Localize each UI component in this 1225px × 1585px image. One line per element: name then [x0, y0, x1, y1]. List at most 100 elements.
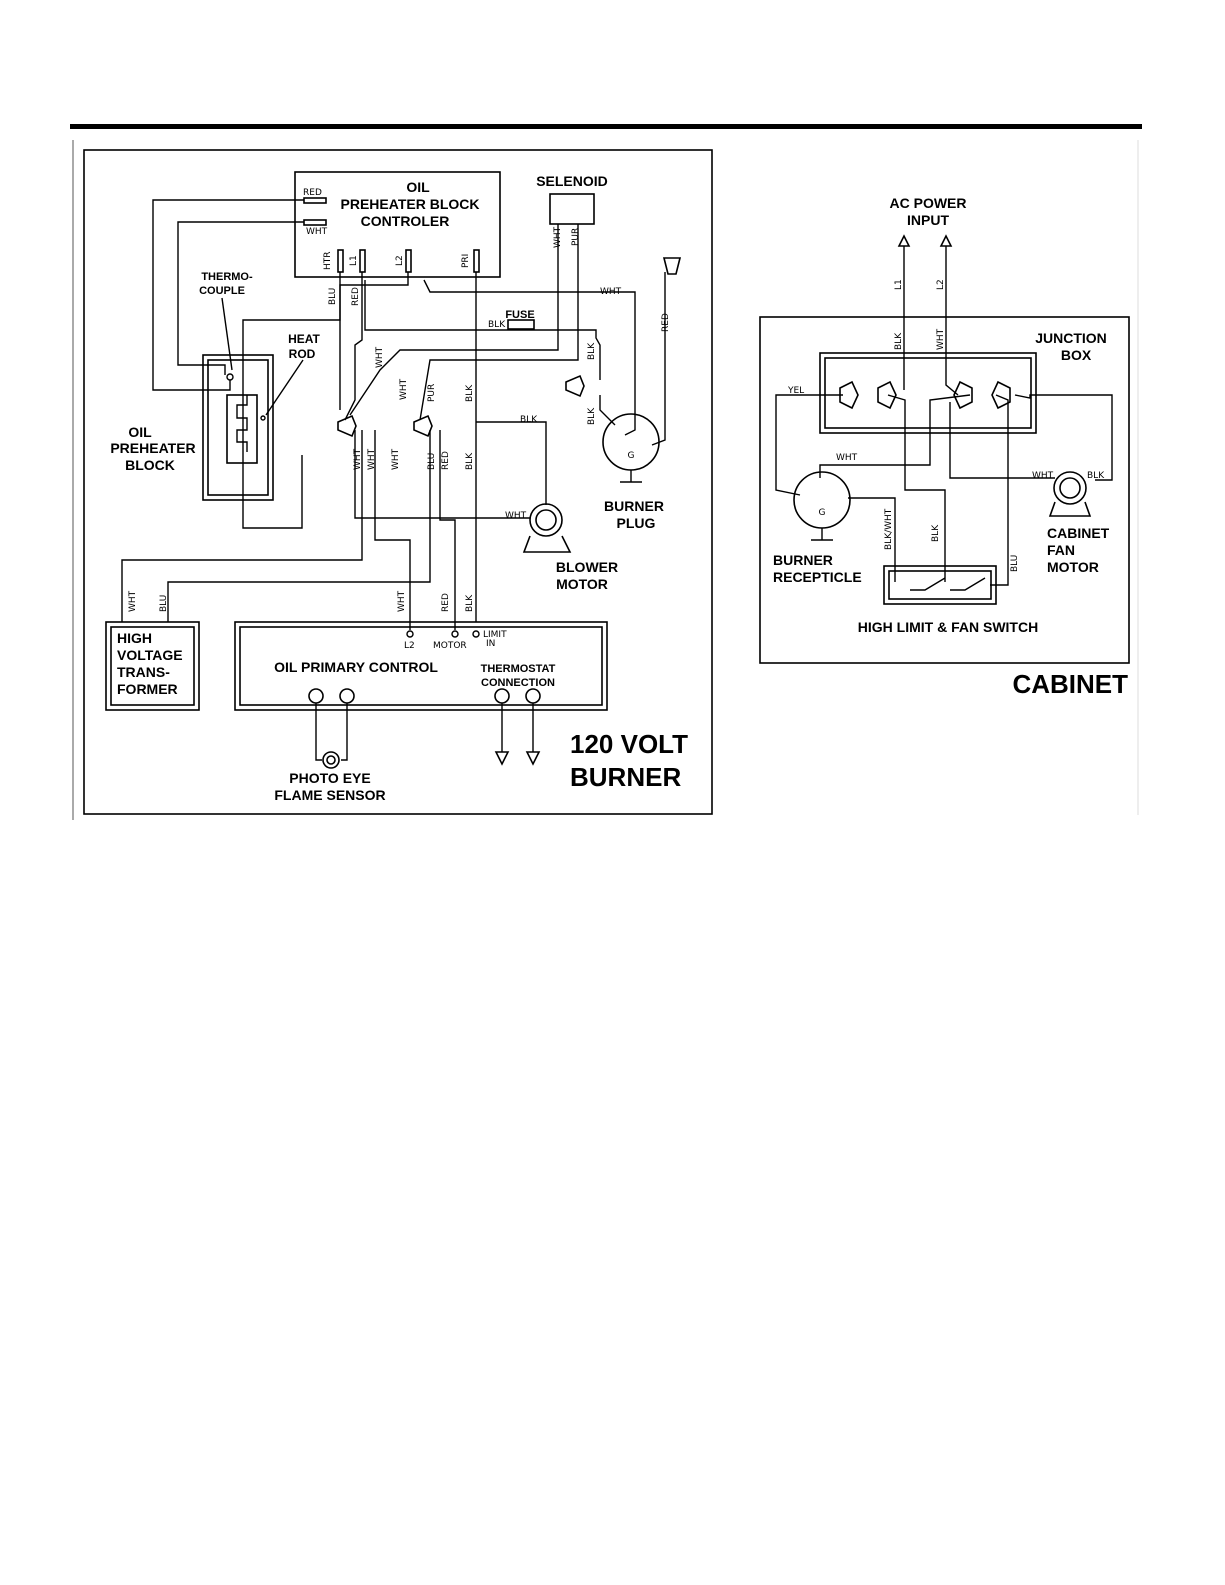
wht-label-blower: WHT — [505, 511, 527, 521]
blk-label-plug2: BLK — [587, 407, 597, 425]
fan-motor-line1: CABINET — [1047, 525, 1110, 541]
primary-terminal-in: IN — [486, 639, 495, 649]
oil-primary-control: OIL PRIMARY CONTROL L2 MOTOR LIMIT IN TH… — [234, 621, 608, 803]
cabinet-blk-label-top: BLK — [894, 332, 904, 350]
primary-terminal-limit: LIMIT — [483, 630, 507, 640]
ac-power-line2: INPUT — [907, 212, 949, 228]
high-limit-switch: HIGH LIMIT & FAN SWITCH — [858, 565, 1038, 635]
cabinet-l2-label: L2 — [936, 279, 946, 290]
cabinet-yel-label: YEL — [787, 386, 804, 396]
cabinet-fan-motor: CABINET FAN MOTOR — [1047, 471, 1110, 575]
ac-power-line1: AC POWER — [890, 195, 967, 211]
wht-label-mid1: WHT — [375, 346, 385, 368]
burner-recep-line1: BURNER — [773, 552, 833, 568]
blower-motor: BLOWER MOTOR — [522, 503, 618, 592]
terminal-htr: HTR — [323, 251, 333, 270]
blk-label-mid: BLK — [465, 384, 475, 402]
preheater-controller: OIL PREHEATER BLOCK CONTROLER RED WHT HT… — [294, 171, 501, 278]
blower-motor-line1: BLOWER — [556, 559, 618, 575]
thermostat-line1: THERMOSTAT — [481, 663, 556, 675]
blk-label-plug1: BLK — [587, 342, 597, 360]
burner-plug-line1: BURNER — [604, 498, 664, 514]
red-label-right: RED — [661, 313, 671, 332]
wht-label-low1: WHT — [353, 448, 363, 470]
fuse-body — [507, 319, 535, 330]
blk-label-blower: BLK — [520, 415, 538, 425]
cabinet-panel: AC POWER INPUT L1 L2 JUNCTION BOX YEL BL… — [759, 140, 1139, 815]
photo-eye-line1: PHOTO EYE — [289, 770, 370, 786]
cabinet-title: CABINET — [1012, 669, 1128, 699]
burner-plug-line2: PLUG — [617, 515, 656, 531]
burner-receptacle: G BURNER RECEPTICLE — [773, 471, 862, 585]
transformer-line1: HIGH — [117, 630, 152, 646]
red-label-l1: RED — [351, 287, 361, 306]
wht-label-low3: WHT — [391, 448, 401, 470]
cabinet-wht-label-top: WHT — [936, 328, 946, 350]
fan-motor-line3: MOTOR — [1047, 559, 1099, 575]
pur-label-mid: PUR — [427, 384, 437, 402]
transformer-line4: FORMER — [117, 681, 178, 697]
controller-line3: CONTROLER — [361, 213, 450, 229]
cabinet-wht-label-fan: WHT — [1032, 471, 1054, 481]
junction-box-line2: BOX — [1061, 347, 1092, 363]
fuse-blk-label: BLK — [488, 320, 506, 330]
fan-motor-line2: FAN — [1047, 542, 1075, 558]
selenoid-label: SELENOID — [536, 173, 608, 189]
oil-primary-label: OIL PRIMARY CONTROL — [274, 659, 438, 675]
preheater-line3: BLOCK — [125, 457, 175, 473]
thermostat-line2: CONNECTION — [481, 677, 555, 689]
preheater-block: OIL PREHEATER BLOCK — [110, 354, 274, 501]
heat-rod-line2: ROD — [289, 347, 316, 361]
controller-wht-label: WHT — [306, 227, 328, 237]
thermocouple-line2: COUPLE — [199, 285, 245, 297]
selenoid: SELENOID WHT PUR — [536, 173, 608, 248]
blk-label-low: BLK — [465, 452, 475, 470]
controller-red-label: RED — [303, 188, 322, 198]
cabinet-wht-label-recep: WHT — [836, 453, 858, 463]
burner-recep-line2: RECEPTICLE — [773, 569, 862, 585]
blu-label-xfmr: BLU — [159, 595, 169, 612]
blu-label-htr: BLU — [328, 288, 338, 305]
svg-text:G: G — [819, 508, 826, 518]
terminal-pri: PRI — [461, 254, 471, 268]
primary-terminal-motor: MOTOR — [433, 641, 467, 651]
hv-transformer: HIGH VOLTAGE TRANS- FORMER — [105, 621, 200, 711]
controller-line1: OIL — [406, 179, 430, 195]
cabinet-blk-label-switch: BLK — [931, 524, 941, 542]
selenoid-pur-label: PUR — [571, 228, 581, 246]
cabinet-blu-label: BLU — [1010, 555, 1020, 572]
burner-frame — [83, 149, 713, 815]
heat-rod-line1: HEAT — [288, 332, 320, 346]
terminal-l2: L2 — [395, 255, 405, 266]
wht-label-xfmr: WHT — [128, 590, 138, 612]
wht-label-mid2: WHT — [399, 378, 409, 400]
wire-nut-connectors — [337, 257, 682, 438]
cabinet-blk-label-fan: BLK — [1087, 471, 1105, 481]
photo-eye-line2: FLAME SENSOR — [274, 787, 385, 803]
blu-label-low: BLU — [427, 453, 437, 470]
wht-label-primary: WHT — [397, 590, 407, 612]
high-limit-label: HIGH LIMIT & FAN SWITCH — [858, 619, 1038, 635]
header-rule — [70, 124, 1142, 129]
junction-box-outer — [819, 352, 1037, 434]
burner-plug: G BURNER PLUG — [602, 413, 664, 531]
controller-line2: PREHEATER BLOCK — [341, 196, 480, 212]
svg-text:G: G — [628, 451, 635, 461]
blower-motor-line2: MOTOR — [556, 576, 608, 592]
junction-box-inner — [824, 357, 1032, 429]
preheater-line1: OIL — [128, 424, 152, 440]
junction-wire-nuts — [839, 380, 1011, 410]
cabinet-l1-label: L1 — [894, 279, 904, 290]
cabinet-blkwht-label: BLK/WHT — [884, 508, 894, 550]
thermocouple-line1: THERMO- — [201, 271, 253, 283]
red-label-primary: RED — [441, 593, 451, 612]
wht-label-low2: WHT — [367, 448, 377, 470]
cabinet-wiring: YEL BLK WHT WHT WHT BLK BLK/WHT BLK BLU — [775, 246, 1113, 586]
terminal-l1: L1 — [349, 255, 359, 266]
transformer-line2: VOLTAGE — [117, 647, 183, 663]
wht-label-top: WHT — [600, 287, 622, 297]
transformer-line3: TRANS- — [117, 664, 170, 680]
fuse-label: FUSE — [505, 309, 534, 321]
burner-panel: OIL PREHEATER BLOCK CONTROLER RED WHT HT… — [83, 149, 713, 815]
